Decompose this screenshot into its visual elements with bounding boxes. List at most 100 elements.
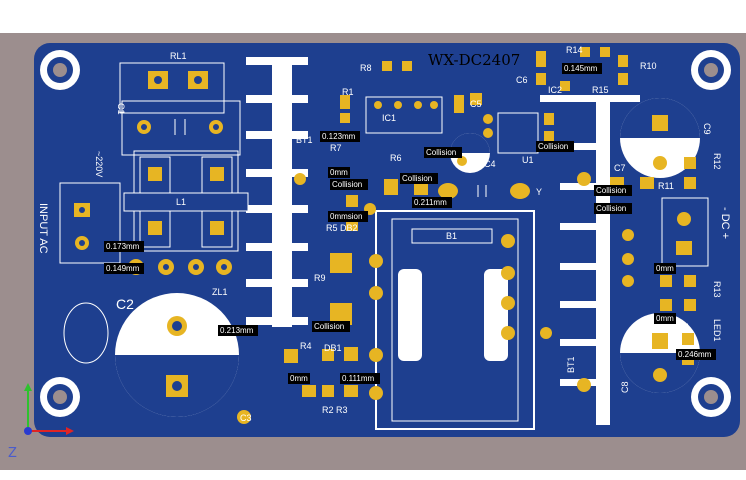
mounting-hole-top-left	[40, 50, 80, 90]
axis-z-label: Z	[8, 446, 17, 461]
pcb-viewport[interactable]: WX-DC2407 RL1 C1 ~220V INPUT AC L1 ZL1 C…	[0, 33, 746, 470]
drc-tag[interactable]: Collision	[594, 185, 632, 196]
silk-ic1: IC1	[382, 113, 396, 123]
silk-c1: C1	[116, 103, 126, 115]
mounting-hole-bottom-left	[40, 377, 80, 417]
silk-dc: - DC +	[719, 207, 731, 239]
silk-r4: R4	[300, 341, 312, 351]
dc-output-connector[interactable]	[622, 197, 709, 287]
silk-r15: R15	[592, 85, 609, 95]
drc-tag[interactable]: 0mm	[288, 373, 310, 384]
drc-tag[interactable]: Collision	[594, 203, 632, 214]
drc-tag[interactable]: 0mm	[654, 263, 676, 274]
drc-tag[interactable]: 0.173mm	[104, 241, 144, 252]
drc-tag[interactable]: 0mm	[654, 313, 676, 324]
capacitor-c9[interactable]	[620, 98, 700, 178]
drc-tag[interactable]: 0.145mm	[562, 63, 602, 74]
inductor-l1[interactable]	[123, 150, 249, 252]
drc-tag[interactable]: Collision	[536, 141, 574, 152]
svg-text:0.123mm: 0.123mm	[322, 132, 356, 141]
silk-c4: C4	[484, 159, 496, 169]
silk-r1: R1	[342, 87, 354, 97]
svg-text:Collision: Collision	[402, 174, 432, 183]
silk-bt1-top: BT1	[296, 135, 313, 145]
svg-text:0.246mm: 0.246mm	[678, 350, 712, 359]
silk-c2: C2	[116, 296, 134, 312]
capacitor-c2[interactable]	[115, 293, 239, 417]
silk-r13: R13	[712, 281, 722, 298]
silk-220v: ~220V	[94, 151, 104, 177]
mounting-hole-bottom-right	[691, 377, 731, 417]
silk-bt1-bottom: BT1	[566, 356, 576, 373]
silk-zl1: ZL1	[212, 287, 228, 297]
drc-tag[interactable]: 0.213mm	[218, 325, 258, 336]
axis-gizmo: Z	[8, 383, 74, 461]
silk-c7: C7	[614, 163, 626, 173]
silk-c9: C9	[702, 123, 712, 135]
svg-text:0.149mm: 0.149mm	[106, 264, 140, 273]
drc-tag[interactable]: 0mmsion	[328, 211, 368, 222]
heatsink-left	[246, 57, 308, 327]
silk-r14: R14	[566, 45, 583, 55]
silk-r7: R7	[330, 143, 342, 153]
drc-tag[interactable]: Collision	[330, 179, 368, 190]
silk-r6: R6	[390, 153, 402, 163]
drc-tag[interactable]: Collision	[312, 321, 350, 332]
mounting-hole-top-right	[691, 50, 731, 90]
svg-text:0mmsion: 0mmsion	[330, 212, 362, 221]
crystal-y[interactable]	[438, 183, 530, 199]
silk-c8: C8	[620, 381, 630, 393]
svg-text:0mm: 0mm	[656, 314, 674, 323]
silk-r12: R12	[712, 153, 722, 170]
drc-tag[interactable]: Collision	[400, 173, 438, 184]
svg-text:0.213mm: 0.213mm	[220, 326, 254, 335]
drc-tag[interactable]: 0.111mm	[340, 373, 380, 384]
silk-y: Y	[536, 187, 542, 197]
capacitor-c8[interactable]	[620, 313, 700, 393]
drc-tag[interactable]: 0.149mm	[104, 263, 144, 274]
silk-ic2: IC2	[548, 85, 562, 95]
silk-c6: C6	[516, 75, 528, 85]
svg-text:Collision: Collision	[538, 142, 568, 151]
silk-r9: R9	[314, 273, 326, 283]
silk-r5-db2: R5 DB2	[326, 223, 358, 233]
silk-l2: L2	[680, 323, 690, 333]
drc-tag[interactable]: Collision	[424, 147, 462, 158]
drc-tag[interactable]: 0.211mm	[412, 197, 452, 208]
ic-ic1[interactable]	[365, 96, 443, 134]
silk-r2-r3: R2 R3	[322, 405, 348, 415]
svg-text:Collision: Collision	[426, 148, 456, 157]
drc-tag[interactable]: 0mm	[328, 167, 350, 178]
svg-text:0mm: 0mm	[330, 168, 348, 177]
ic-u1[interactable]	[483, 112, 539, 154]
input-ac-connector[interactable]	[59, 182, 121, 264]
silk-u1: U1	[522, 155, 534, 165]
bt1-pads-right	[237, 172, 591, 424]
capacitor-c1[interactable]	[121, 100, 241, 156]
silk-c3: C3	[240, 413, 252, 423]
svg-text:0.145mm: 0.145mm	[564, 64, 598, 73]
silk-r8: R8	[360, 63, 372, 73]
svg-text:0.111mm: 0.111mm	[342, 374, 374, 383]
relay-rl1[interactable]	[119, 62, 225, 114]
drc-tag[interactable]: 0.246mm	[676, 349, 716, 360]
svg-text:Collision: Collision	[596, 204, 626, 213]
svg-text:Collision: Collision	[596, 186, 626, 195]
silk-b1: B1	[446, 231, 457, 241]
varistor-v1[interactable]	[63, 302, 109, 364]
silk-r10: R10	[640, 61, 657, 71]
silk-rl1: RL1	[170, 51, 187, 61]
svg-text:0.211mm: 0.211mm	[414, 198, 447, 207]
board-title: WX-DC2407	[428, 51, 520, 69]
silk-input-ac: INPUT AC	[37, 203, 49, 254]
pcb-canvas[interactable]: WX-DC2407 RL1 C1 ~220V INPUT AC L1 ZL1 C…	[0, 33, 746, 470]
svg-text:Collision: Collision	[332, 180, 362, 189]
svg-text:Collision: Collision	[314, 322, 344, 331]
drc-tag[interactable]: 0.123mm	[320, 131, 360, 142]
silk-led1: LED1	[712, 319, 722, 342]
silk-db1: DB1	[324, 343, 342, 353]
silk-c5: C5	[470, 99, 482, 109]
silk-r11: R11	[658, 181, 674, 191]
silk-l1: L1	[176, 197, 186, 207]
transformer-b1[interactable]	[369, 210, 535, 430]
